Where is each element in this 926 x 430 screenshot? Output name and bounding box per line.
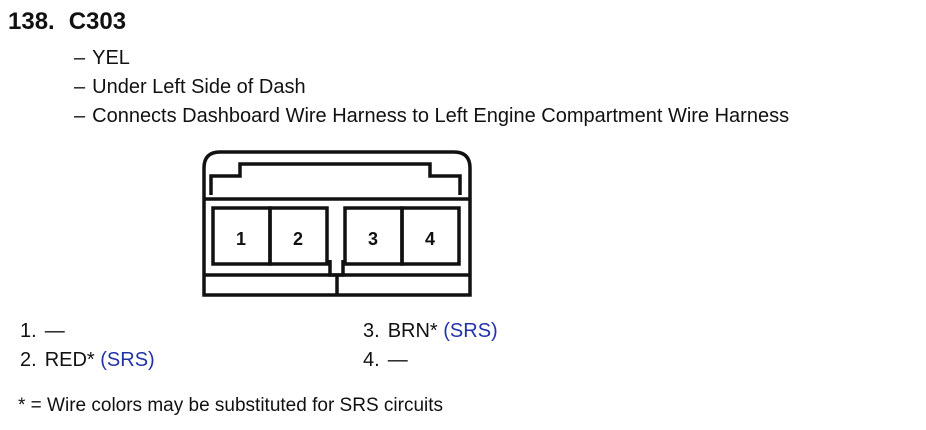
detail-dash: – — [74, 76, 86, 98]
detail-color-text: YEL — [92, 47, 130, 69]
cavity-2-label: 2 — [293, 229, 303, 249]
cavity-3-label: 3 — [368, 229, 378, 249]
connector-heading: 138. C303 — [8, 8, 126, 36]
detail-color: –YEL — [74, 44, 789, 73]
cavity-2-box — [268, 206, 329, 266]
pinout-entry-4: 4. — — [363, 349, 408, 372]
pin-number: 2. — [20, 349, 37, 371]
connector-id: C303 — [68, 8, 127, 35]
cavity-4-box — [400, 206, 461, 266]
detail-dash: – — [74, 47, 86, 69]
connector-details: –YEL –Under Left Side of Dash –Connects … — [74, 44, 789, 131]
footnote: * = Wire colors may be substituted for S… — [18, 395, 444, 416]
pin-number: 4. — [363, 349, 380, 371]
cavity-1-label: 1 — [236, 229, 246, 249]
pinout-entry-2: 2. RED* (SRS) — [20, 349, 155, 372]
detail-location: –Under Left Side of Dash — [74, 73, 789, 102]
pinout-entry-3: 3. BRN* (SRS) — [363, 320, 498, 343]
pin-wire-color: — — [44, 320, 65, 342]
detail-dash: – — [74, 105, 86, 127]
pin-wire-color: RED* — [44, 349, 95, 371]
pinout-entry-1: 1. — — [20, 320, 65, 343]
connector-housing-outline — [202, 150, 472, 297]
pin-wire-color: — — [387, 349, 408, 371]
pin-wire-color: BRN* — [387, 320, 438, 342]
cavity-4-label: 4 — [425, 229, 435, 249]
pin-number: 1. — [20, 320, 37, 342]
pin-number: 3. — [363, 320, 380, 342]
detail-connects-text: Connects Dashboard Wire Harness to Left … — [92, 105, 790, 127]
detail-location-text: Under Left Side of Dash — [92, 76, 306, 98]
connector-number: 138. — [8, 8, 55, 35]
detail-connects: –Connects Dashboard Wire Harness to Left… — [74, 102, 789, 131]
pin-circuit-note: (SRS) — [443, 320, 498, 342]
connector-latch-outline — [209, 162, 462, 195]
pin-circuit-note: (SRS) — [100, 349, 155, 371]
connector-keyway — [328, 260, 345, 295]
